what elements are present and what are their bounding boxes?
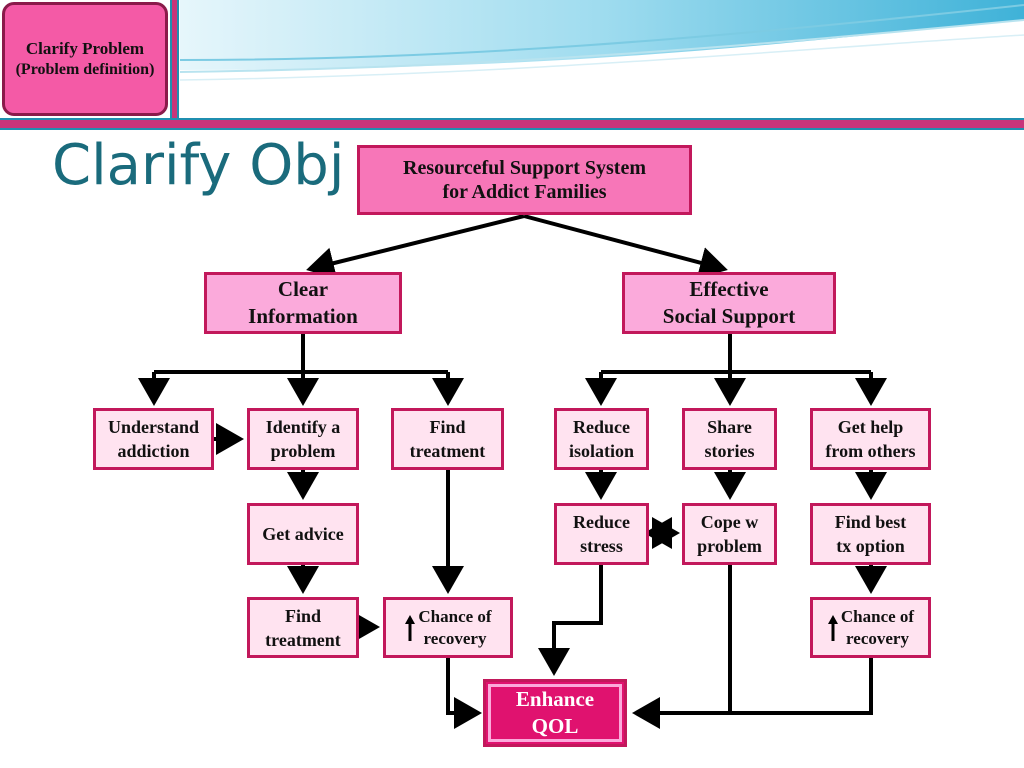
up-arrow-icon bbox=[405, 614, 416, 641]
arrow-stress-to-enhance bbox=[538, 565, 603, 676]
arrow-root-to-social bbox=[523, 214, 728, 279]
arrow-chance-right-to-enhance bbox=[632, 658, 873, 729]
understand-addiction-node: Understand addiction bbox=[93, 408, 214, 470]
up-arrow-icon bbox=[827, 614, 838, 641]
find-best-option-node: Find best tx option bbox=[810, 503, 931, 565]
page-title: Clarify Obj bbox=[52, 133, 345, 198]
effective-social-support-node: Effective Social Support bbox=[622, 272, 836, 334]
enhance-qol-node: Enhance QOL bbox=[483, 679, 627, 747]
slide-header: Clarify Problem (Problem definition) bbox=[0, 0, 1024, 130]
clarify-problem-badge: Clarify Problem (Problem definition) bbox=[2, 2, 168, 116]
share-stories-node: Share stories bbox=[682, 408, 777, 470]
get-help-node: Get help from others bbox=[810, 408, 931, 470]
find-treatment-bottom-node: Find treatment bbox=[247, 597, 359, 658]
find-treatment-top-node: Find treatment bbox=[391, 408, 504, 470]
chance-of-recovery-right-node: Chance of recovery bbox=[810, 597, 931, 658]
chance-left-label: Chance of recovery bbox=[418, 606, 492, 648]
badge-line-2: (Problem definition) bbox=[15, 61, 155, 78]
chance-of-recovery-left-node: Chance of recovery bbox=[383, 597, 513, 658]
wave-decoration bbox=[179, 0, 1024, 81]
chance-right-label: Chance of recovery bbox=[840, 606, 915, 648]
clear-information-node: Clear Information bbox=[204, 272, 402, 334]
arrow-chance-left-to-enhance bbox=[446, 658, 482, 729]
badge-line-1: Clarify Problem bbox=[25, 39, 145, 58]
get-advice-node: Get advice bbox=[247, 503, 359, 565]
vertical-accent-bar bbox=[170, 0, 179, 128]
root-node: Resourceful Support System for Addict Fa… bbox=[357, 145, 692, 215]
reduce-stress-node: Reduce stress bbox=[554, 503, 649, 565]
header-accent-band bbox=[0, 118, 1024, 130]
reduce-isolation-node: Reduce isolation bbox=[554, 408, 649, 470]
cope-problem-node: Cope w problem bbox=[682, 503, 777, 565]
arrow-root-to-clear bbox=[306, 214, 525, 279]
identify-problem-node: Identify a problem bbox=[247, 408, 359, 470]
